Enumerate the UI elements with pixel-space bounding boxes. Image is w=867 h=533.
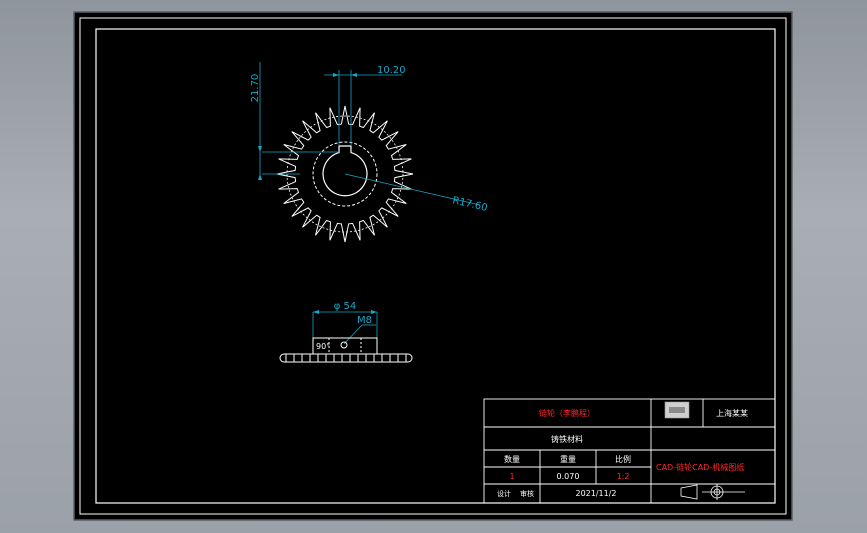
- drawing-background: [74, 12, 792, 520]
- sprocket-teeth: [276, 105, 414, 243]
- sprocket-side-view: [279, 337, 413, 363]
- role-check: 审核: [520, 489, 534, 498]
- dimension-arrows: [258, 73, 377, 314]
- dim-vertical-keyway: 21.70: [250, 74, 261, 103]
- viewport-border: [73, 11, 793, 521]
- title-block: [483, 398, 776, 504]
- title-material: 铸铁材料: [551, 434, 583, 444]
- value-weight: 0.070: [557, 472, 580, 481]
- hub-circle: [312, 141, 378, 207]
- side-view-angle-label: 90°: [316, 342, 330, 351]
- company-logo: [664, 401, 690, 419]
- outer-frame: [79, 17, 787, 515]
- side-view-teeth: [285, 354, 407, 362]
- header-scale: 比例: [615, 454, 631, 464]
- front-view-dimensions: [259, 62, 481, 345]
- title-part-name: 链轮（李鹏程）: [539, 408, 595, 418]
- title-drawing-no: CAD-链轮CAD-机械图纸: [656, 462, 744, 472]
- role-design: 设计: [497, 489, 511, 498]
- bore-keyway: [322, 145, 368, 197]
- inner-frame: [95, 28, 776, 504]
- dim-diameter: φ 54: [334, 301, 357, 312]
- header-quantity: 数量: [504, 454, 520, 464]
- value-quantity: 1: [509, 472, 514, 481]
- dim-key-width: 10.20: [377, 65, 406, 76]
- title-company: 上海某某: [716, 408, 748, 418]
- title-date: 2021/11/2: [575, 489, 616, 498]
- value-scale: 1:2: [617, 472, 630, 481]
- projection-symbol-icon: [680, 484, 745, 500]
- header-weight: 重量: [560, 454, 576, 464]
- dim-thread: M8: [357, 315, 372, 326]
